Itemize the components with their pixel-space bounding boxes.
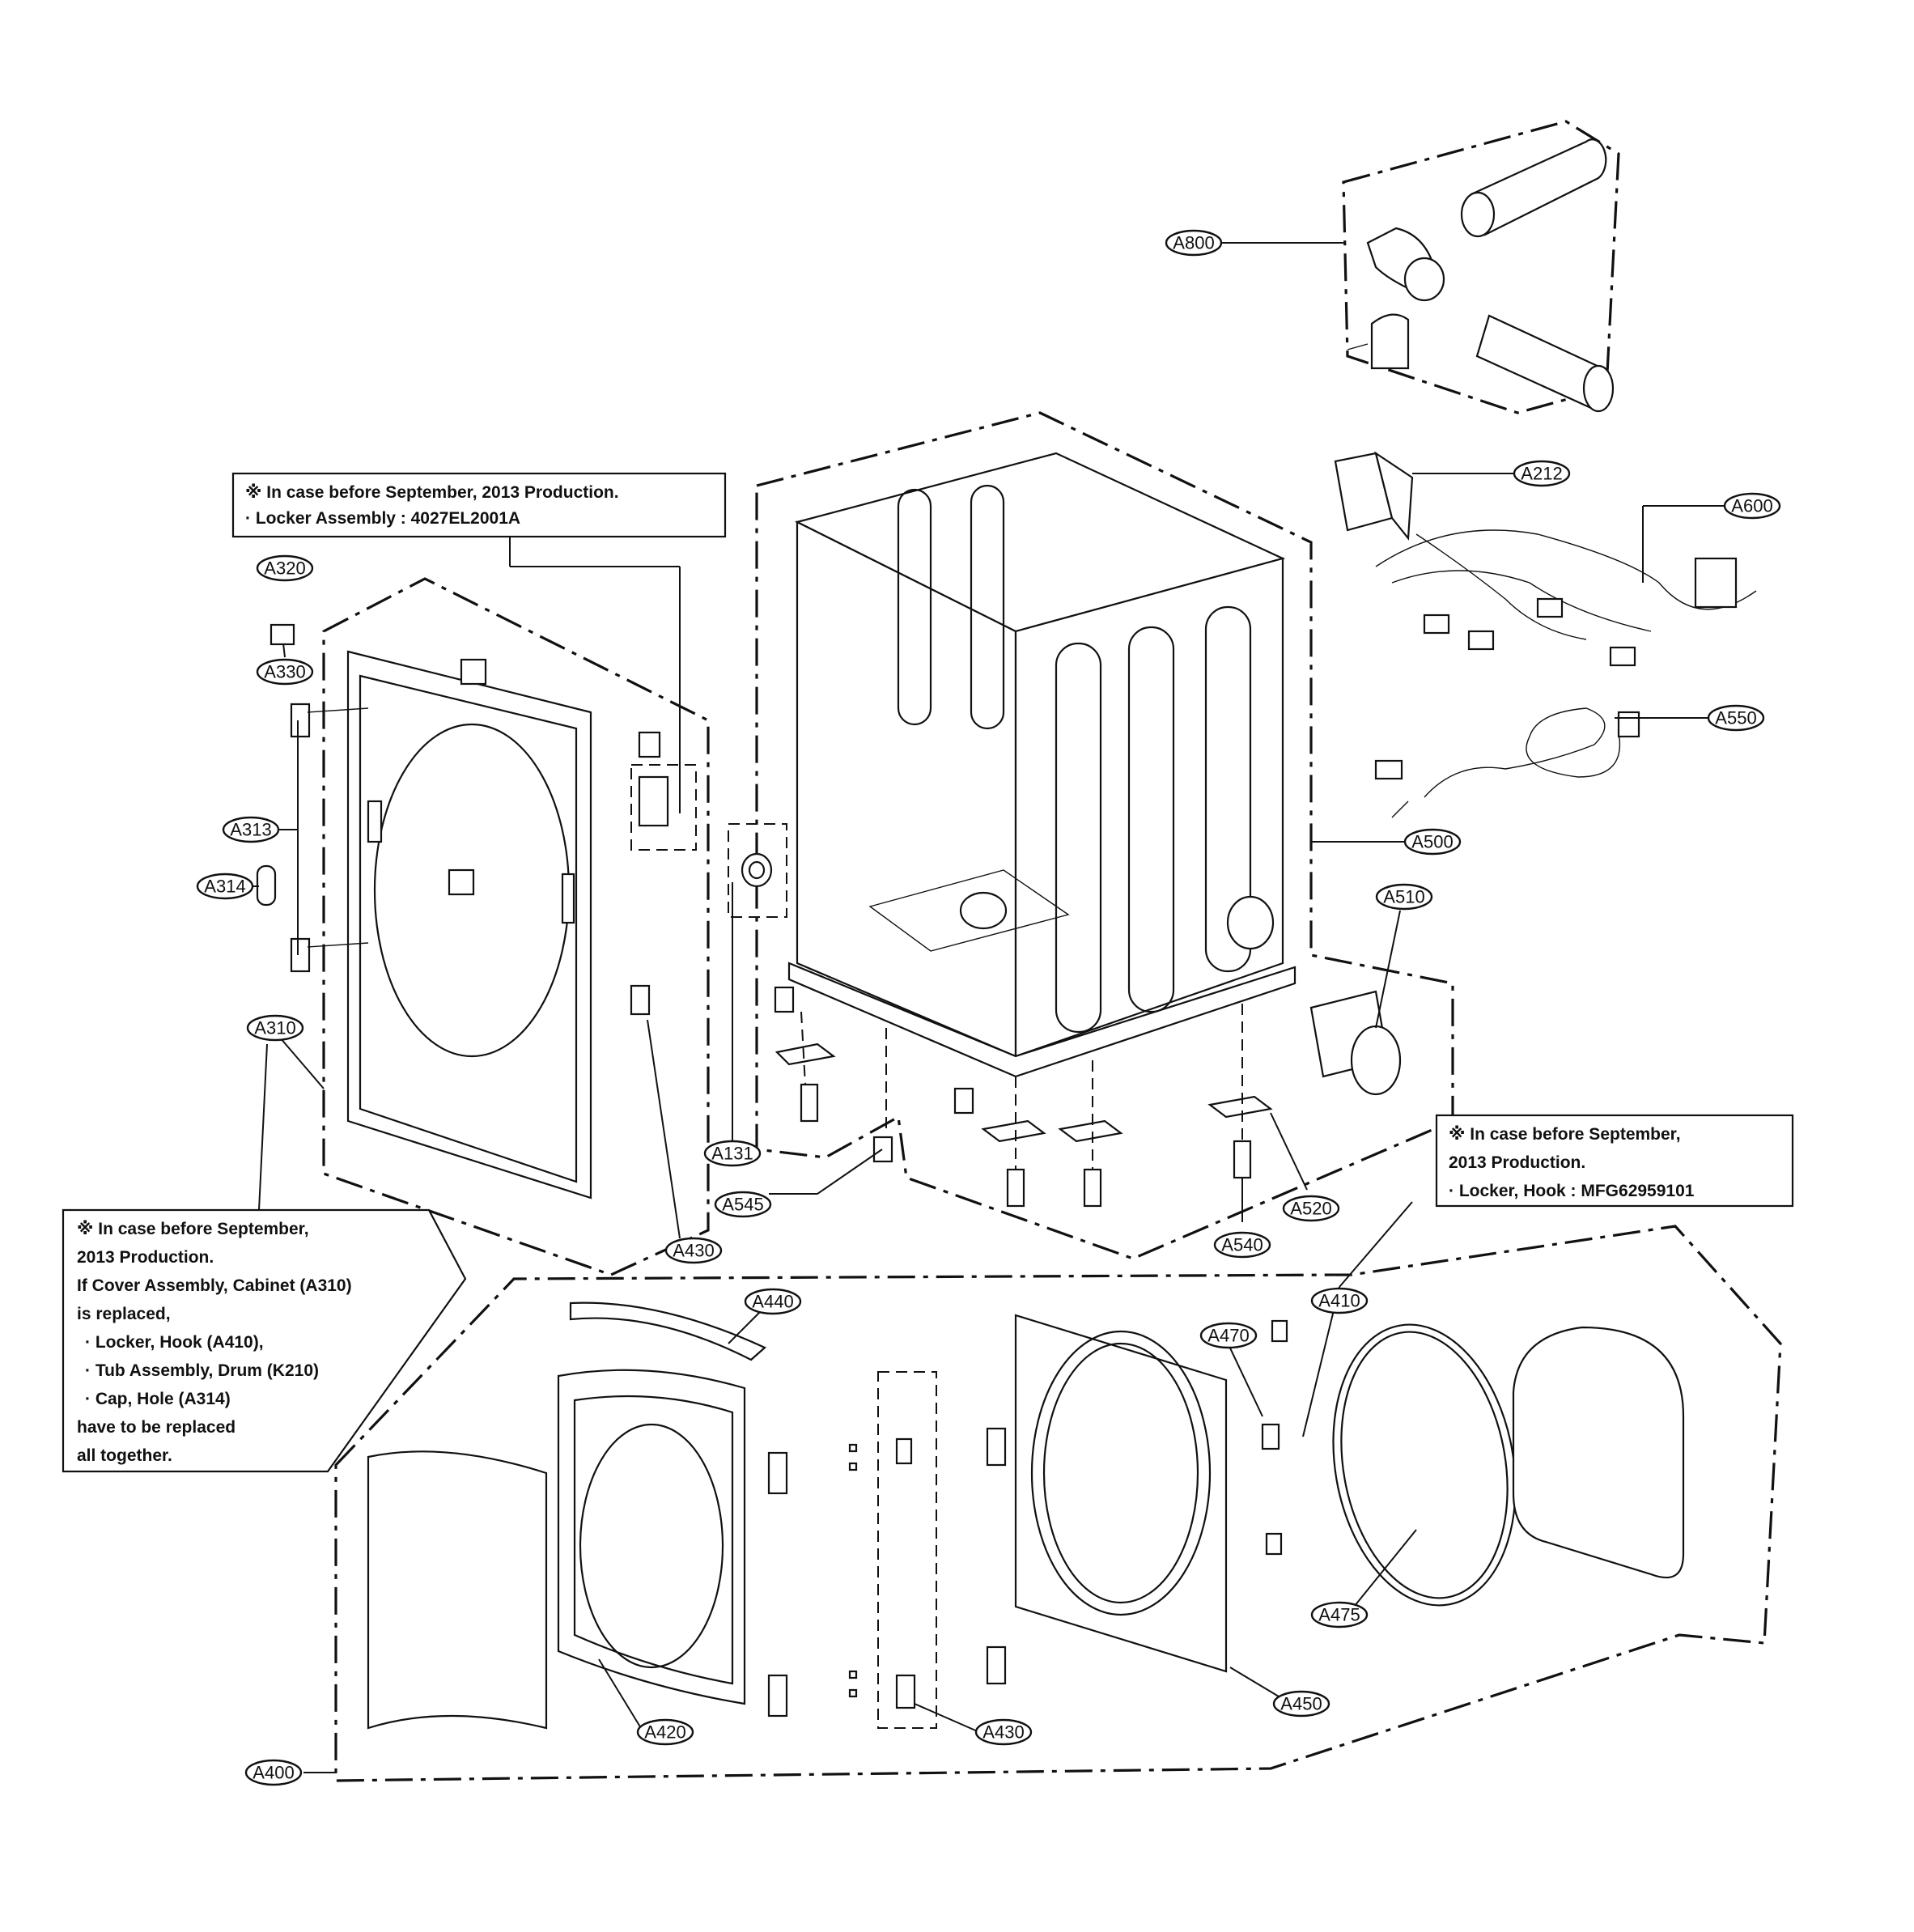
callout-A450: A450: [1272, 1690, 1330, 1718]
callout-A440-text: A440: [752, 1292, 793, 1312]
front-cover-frame: [986, 1314, 1228, 1685]
callout-A550-text: A550: [1715, 708, 1756, 728]
leveling-legs: [774, 986, 1273, 1208]
callout-A500: A500: [1403, 828, 1462, 856]
callout-A540-text: A540: [1221, 1235, 1263, 1255]
note-left-line-6: · Tub Assembly, Drum (K210): [85, 1361, 319, 1380]
callout-A313-text: A313: [230, 820, 271, 840]
note-right-line-3: · Locker, Hook : MFG62959101: [1449, 1182, 1695, 1200]
note-left-line-3: If Cover Assembly, Cabinet (A310): [77, 1276, 352, 1295]
callout-A475: A475: [1310, 1601, 1369, 1628]
callout-A470: A470: [1199, 1322, 1258, 1349]
callout-A131-text: A131: [711, 1144, 753, 1164]
hinge-plate: [848, 1437, 916, 1709]
control-panel-frame: [557, 1301, 788, 1718]
locker-bracket-outline: [630, 764, 697, 851]
callout-A545: A545: [714, 1191, 772, 1218]
leader-lines: [251, 242, 1724, 1773]
callout-A800: A800: [1165, 229, 1223, 257]
callout-A314-text: A314: [204, 877, 245, 897]
callout-A313: A313: [222, 816, 280, 843]
callout-A510-text: A510: [1383, 887, 1424, 907]
callout-A450-text: A450: [1280, 1694, 1322, 1714]
note-left-line-7: · Cap, Hole (A314): [85, 1390, 231, 1408]
note-left-line-5: · Locker, Hook (A410),: [85, 1333, 264, 1352]
callout-A410-text: A410: [1318, 1291, 1360, 1311]
callout-A540: A540: [1213, 1231, 1271, 1259]
exhaust-duct-ring: [1309, 990, 1402, 1096]
note-top: ※ In case before September, 2013 Product…: [231, 472, 727, 538]
callout-A550: A550: [1707, 704, 1765, 732]
note-left-line-1: ※ In case before September,: [77, 1220, 309, 1238]
callout-A314: A314: [196, 873, 254, 900]
callout-A800-text: A800: [1173, 233, 1214, 253]
callout-A420-text: A420: [644, 1722, 685, 1743]
cabinet-group-outline: [755, 411, 1454, 1260]
callout-A410: A410: [1310, 1287, 1369, 1314]
callout-A430-lower: A430: [974, 1718, 1033, 1746]
duct-kit-group-outline: [1342, 120, 1620, 414]
callout-A310-text: A310: [254, 1018, 295, 1038]
callout-A320-text: A320: [264, 558, 305, 579]
hinge-plate-outline: [877, 1371, 937, 1729]
callout-A310: A310: [246, 1014, 304, 1042]
callout-A430-lower-text: A430: [982, 1722, 1024, 1743]
power-cord: [1374, 707, 1640, 818]
locker-part: [741, 852, 773, 888]
note-left: ※ In case before September, 2013 Product…: [62, 1208, 467, 1473]
wire-harness: [1334, 451, 1757, 667]
door-panel: [367, 1450, 548, 1730]
note-left-line-9: all together.: [77, 1446, 172, 1465]
callout-A430-upper: A430: [664, 1237, 723, 1264]
callout-A330: A330: [256, 658, 314, 686]
callout-A520-text: A520: [1290, 1199, 1331, 1219]
cover-assembly-cabinet: [346, 650, 592, 1200]
callout-A600: A600: [1723, 492, 1781, 520]
callout-A440: A440: [744, 1288, 802, 1315]
cabinet-body: [787, 452, 1297, 1078]
callout-A212-text: A212: [1521, 464, 1562, 484]
callout-A430-upper-text: A430: [673, 1241, 714, 1261]
callout-A400: A400: [244, 1759, 303, 1786]
note-left-line-2: 2013 Production.: [77, 1248, 214, 1267]
callout-A212: A212: [1513, 460, 1571, 487]
door-gasket: [1261, 1319, 1517, 1607]
callout-A475-text: A475: [1318, 1605, 1360, 1625]
callout-A400-text: A400: [253, 1763, 294, 1783]
note-right: ※ In case before September, 2013 Product…: [1435, 1114, 1794, 1208]
callout-A320: A320: [256, 554, 314, 582]
duct-kit: [1347, 138, 1615, 413]
callout-A500-text: A500: [1411, 832, 1453, 852]
cover-assembly-group-outline: [322, 577, 710, 1276]
locker-group-outline: [728, 823, 787, 918]
callout-A520: A520: [1282, 1195, 1340, 1222]
note-top-line-2: · Locker Assembly : 4027EL2001A: [245, 509, 520, 528]
callout-A545-text: A545: [722, 1195, 763, 1215]
note-top-line-1: ※ In case before September, 2013 Product…: [245, 483, 619, 502]
callout-A330-text: A330: [264, 662, 305, 682]
callout-A600-text: A600: [1731, 496, 1772, 516]
door-glass: [1512, 1326, 1685, 1579]
callout-A470-text: A470: [1207, 1326, 1249, 1346]
note-right-line-2: 2013 Production.: [1449, 1153, 1585, 1172]
note-left-line-8: have to be replaced: [77, 1418, 236, 1437]
hinge-parts: [256, 623, 669, 1016]
note-right-line-1: ※ In case before September,: [1449, 1125, 1681, 1144]
callout-A420: A420: [636, 1718, 694, 1746]
callout-A131: A131: [703, 1140, 762, 1167]
callout-A510: A510: [1375, 883, 1433, 911]
note-left-line-4: is replaced,: [77, 1305, 171, 1323]
